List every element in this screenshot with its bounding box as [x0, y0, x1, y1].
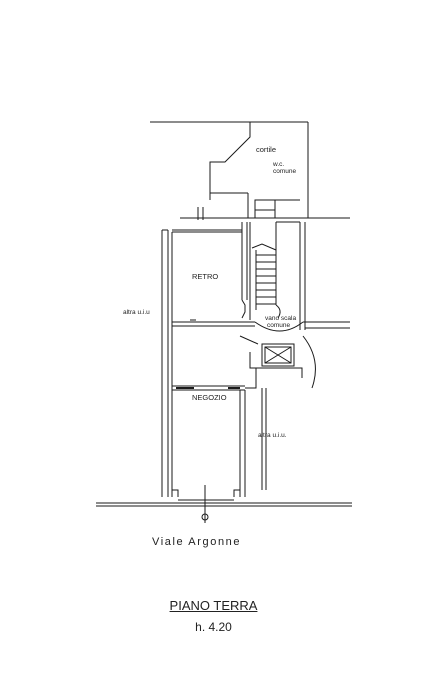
floor-title-text: PIANO TERRA [169, 598, 258, 613]
label-vano-line2: comune [267, 322, 291, 329]
street-baseline [96, 485, 352, 523]
label-retro: RETRO [192, 272, 219, 281]
top-wall [180, 207, 350, 220]
label-wc-line2: comune [273, 168, 297, 175]
mid-walls [172, 352, 303, 391]
elevator-box [261, 343, 295, 367]
label-cortile: cortile [256, 145, 277, 154]
negozio-walls [171, 232, 246, 501]
retro-room-walls [172, 222, 255, 327]
stair-hall-curve [239, 321, 350, 389]
label-vano-line1: vano scala [265, 315, 297, 322]
stair-core [249, 221, 306, 330]
label-altra-right: altra u.i.u. [258, 432, 287, 439]
label-altra-left: altra u.i.u [123, 309, 150, 316]
label-negozio: NEGOZIO [192, 393, 227, 402]
right-wall [261, 388, 267, 490]
left-wall [161, 229, 169, 497]
floor-height: h. 4.20 [195, 620, 232, 634]
label-wc-line1: w.c. [273, 161, 285, 168]
street-name: Viale Argonne [152, 536, 242, 548]
floor-title: PIANO TERRA [0, 598, 427, 613]
